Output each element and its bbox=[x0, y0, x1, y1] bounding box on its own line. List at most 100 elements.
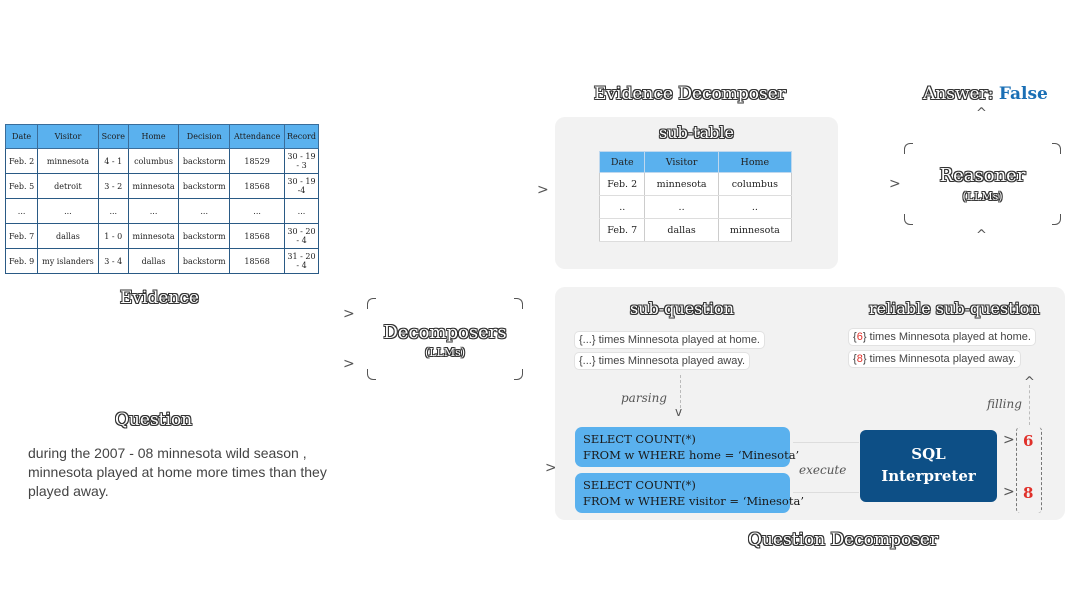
results-bracket bbox=[1016, 427, 1042, 513]
column-header: Home bbox=[717, 151, 793, 173]
reliable-text: times Minnesota played at home. bbox=[866, 331, 1031, 343]
parsing-label: parsing bbox=[621, 391, 667, 405]
table-cell: ... bbox=[37, 198, 99, 224]
table-cell: 18568 bbox=[229, 223, 285, 249]
sql-line: FROM w WHERE home = ‘Minesota’ bbox=[583, 448, 800, 462]
execute-connector bbox=[793, 492, 859, 493]
table-cell: 3 - 4 bbox=[97, 248, 129, 274]
table-cell: ... bbox=[4, 198, 39, 224]
table-cell: .. bbox=[717, 195, 793, 219]
table-row: Feb. 9 my islanders 3 - 4 dallas backsto… bbox=[4, 248, 319, 274]
table-cell: Feb. 9 bbox=[4, 248, 39, 274]
filling-label: filling bbox=[987, 397, 1022, 411]
table-cell: backstorm bbox=[178, 223, 231, 249]
question-decomposer-panel: sub-question reliable sub-question {...}… bbox=[555, 287, 1065, 520]
table-cell: dallas bbox=[127, 248, 180, 274]
column-header: Visitor bbox=[37, 124, 99, 149]
table-row: ... ... ... ... ... ... ... bbox=[4, 198, 319, 224]
table-row: Feb. 2 minnesota columbus bbox=[598, 172, 793, 196]
table-cell: backstorm bbox=[178, 173, 231, 199]
question-title: Question bbox=[115, 410, 193, 430]
reasoner-node: Reasoner (LLMs) bbox=[904, 143, 1061, 225]
answer-label: Answer: bbox=[923, 84, 994, 104]
table-cell: 1 - 0 bbox=[97, 223, 129, 249]
table-cell: backstorm bbox=[178, 248, 231, 274]
sql-line: SELECT COUNT(*) bbox=[583, 432, 696, 446]
interpreter-line: Interpreter bbox=[881, 467, 976, 485]
evidence-table: Date Visitor Score Home Decision Attenda… bbox=[4, 124, 319, 274]
sql-query-home: SELECT COUNT(*) FROM w WHERE home = ‘Min… bbox=[575, 427, 800, 467]
table-cell: ... bbox=[229, 198, 285, 224]
corner-bracket bbox=[904, 143, 913, 154]
reliable-subquestion-item: {6} times Minnesota played at home. bbox=[849, 329, 1035, 345]
table-cell: .. bbox=[598, 195, 646, 219]
arrow-right-icon: > bbox=[1003, 484, 1015, 500]
table-cell: columbus bbox=[127, 148, 180, 174]
arrow-up-icon: ^ bbox=[976, 228, 987, 243]
table-cell: backstorm bbox=[178, 148, 231, 174]
execute-label: execute bbox=[799, 463, 847, 477]
table-row: Feb. 7 dallas minnesota bbox=[598, 218, 793, 242]
column-header: Attendance bbox=[229, 124, 285, 149]
table-cell: Feb. 7 bbox=[598, 218, 646, 242]
subquestion-item: {...} times Minnesota played away. bbox=[575, 353, 750, 369]
table-cell: dallas bbox=[37, 223, 99, 249]
column-header: Score bbox=[97, 124, 129, 149]
reliable-subquestion-item: {8} times Minnesota played away. bbox=[849, 351, 1021, 367]
decomposers-subtitle: (LLMs) bbox=[424, 346, 466, 359]
column-header: Home bbox=[127, 124, 180, 149]
subtable-title: sub-table bbox=[659, 123, 734, 142]
arrow-right-icon: > bbox=[537, 182, 549, 198]
sql-query-away: SELECT COUNT(*) FROM w WHERE visitor = ‘… bbox=[575, 473, 804, 513]
table-header-row: Date Visitor Home bbox=[598, 151, 793, 173]
filled-value: 8 bbox=[856, 353, 863, 365]
table-row: .. .. .. bbox=[598, 195, 793, 219]
table-cell: 30 - 20 - 4 bbox=[284, 223, 319, 249]
arrow-right-icon: > bbox=[1003, 432, 1015, 448]
table-cell: 18568 bbox=[229, 173, 285, 199]
reasoner-title: Reasoner bbox=[939, 165, 1026, 186]
corner-bracket bbox=[514, 369, 523, 380]
table-cell: Feb. 7 bbox=[4, 223, 39, 249]
table-cell: ... bbox=[97, 198, 129, 224]
arrow-right-icon: > bbox=[343, 306, 355, 322]
table-cell: columbus bbox=[717, 172, 793, 196]
table-cell: detroit bbox=[37, 173, 99, 199]
table-cell: minnesota bbox=[644, 172, 719, 196]
sql-interpreter-node: SQL Interpreter bbox=[860, 430, 997, 502]
filled-value: 6 bbox=[856, 331, 863, 343]
sql-line: FROM w WHERE visitor = ‘Minesota’ bbox=[583, 494, 804, 508]
column-header: Date bbox=[4, 124, 39, 149]
table-row: Feb. 7 dallas 1 - 0 minnesota backstorm … bbox=[4, 223, 319, 249]
evidence-decomposer-title: Evidence Decomposer bbox=[594, 84, 786, 104]
corner-bracket bbox=[1052, 143, 1061, 154]
table-cell: 18529 bbox=[229, 148, 285, 174]
corner-bracket bbox=[1052, 214, 1061, 225]
subquestion-title: sub-question bbox=[630, 299, 734, 318]
table-cell: 31 - 20 - 4 bbox=[284, 248, 319, 274]
answer-value: False bbox=[998, 84, 1048, 104]
reliable-text: times Minnesota played away. bbox=[866, 353, 1017, 365]
column-header: Date bbox=[598, 151, 646, 173]
evidence-decomposer-panel: sub-table Date Visitor Home Feb. 2 minne… bbox=[555, 117, 838, 269]
parse-connector bbox=[680, 375, 682, 413]
sql-line: SELECT COUNT(*) bbox=[583, 478, 696, 492]
evidence-title: Evidence bbox=[120, 288, 199, 308]
fill-connector bbox=[1029, 385, 1031, 425]
table-cell: ... bbox=[284, 198, 319, 224]
arrow-right-icon: > bbox=[889, 176, 901, 192]
table-cell: minnesota bbox=[37, 148, 99, 174]
execute-connector bbox=[793, 442, 859, 443]
arrow-up-icon: ^ bbox=[976, 106, 987, 121]
result-value: 6 bbox=[1023, 432, 1034, 450]
table-cell: 30 - 19 - 3 bbox=[284, 148, 319, 174]
interpreter-line: SQL bbox=[911, 445, 946, 463]
column-header: Visitor bbox=[644, 151, 719, 173]
table-cell: minnesota bbox=[127, 223, 180, 249]
corner-bracket bbox=[367, 298, 376, 309]
table-cell: ... bbox=[127, 198, 180, 224]
decomposers-node: Decomposers (LLMs) bbox=[367, 298, 523, 380]
table-cell: Feb. 2 bbox=[4, 148, 39, 174]
table-cell: 3 - 2 bbox=[97, 173, 129, 199]
table-row: Feb. 5 detroit 3 - 2 minnesota backstorm… bbox=[4, 173, 319, 199]
